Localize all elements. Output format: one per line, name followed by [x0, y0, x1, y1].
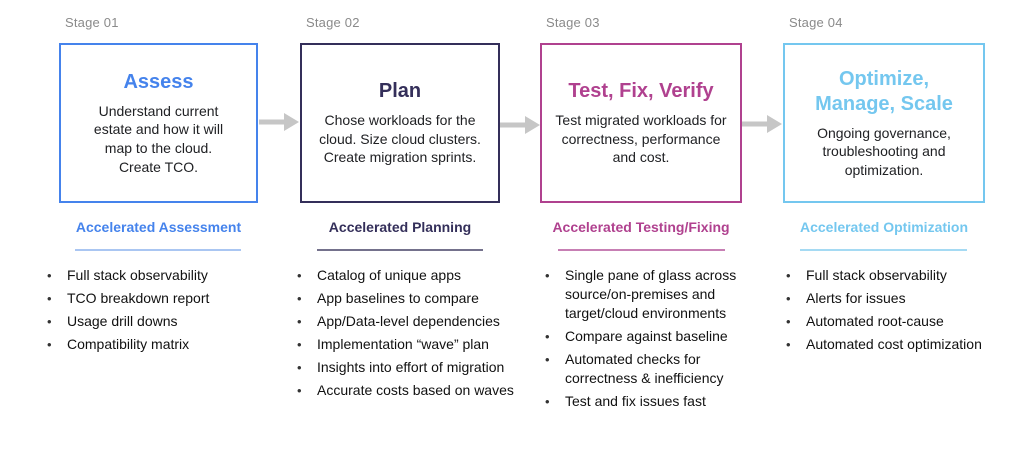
- bullet-item: Implementation “wave” plan: [290, 335, 518, 354]
- bullet-item: Automated cost optimization: [779, 335, 993, 354]
- bullet-item: Usage drill downs: [40, 312, 272, 331]
- stage-02-accelerated-label: Accelerated Planning: [328, 219, 472, 235]
- bullet-item: Test and fix issues fast: [538, 392, 746, 411]
- stage-02-accelerated-underline: [317, 249, 483, 251]
- bullet-item: Insights into effort of migration: [290, 358, 518, 377]
- bullet-item: Automated checks for correctness & ineff…: [538, 350, 746, 388]
- bullet-item: App baselines to compare: [290, 289, 518, 308]
- flow-arrow-icon: [500, 112, 540, 138]
- bullet-item: Compare against baseline: [538, 327, 746, 346]
- stage-03-title: Test, Fix, Verify: [568, 80, 714, 103]
- stage-04-accelerated-underline: [800, 249, 967, 251]
- stage-03-accelerated-label: Accelerated Testing/Fixing: [552, 219, 730, 235]
- stage-01-box: Assess Understand current estate and how…: [59, 43, 258, 203]
- stage-01-bullet-list: Full stack observability TCO breakdown r…: [40, 266, 272, 358]
- stage-03-box: Test, Fix, Verify Test migrated workload…: [540, 43, 742, 203]
- stage-04-description: Ongoing governance, troubleshooting and …: [817, 124, 951, 178]
- bullet-item: TCO breakdown report: [40, 289, 272, 308]
- stage-01-label: Stage 01: [65, 15, 119, 30]
- bullet-item: App/Data-level dependencies: [290, 312, 518, 331]
- bullet-item: Compatibility matrix: [40, 335, 272, 354]
- stage-01-title: Assess: [123, 70, 194, 93]
- stage-03-accelerated-underline: [558, 249, 725, 251]
- bullet-item: Accurate costs based on waves: [290, 381, 518, 400]
- stage-01-description: Understand current estate and how it wil…: [93, 102, 224, 175]
- stage-03-bullet-list: Single pane of glass across source/on-pr…: [538, 266, 746, 415]
- stage-04-title: Optimize, Manage, Scale: [815, 67, 953, 115]
- stage-04-accelerated-label: Accelerated Optimization: [799, 219, 969, 235]
- stage-03-description: Test migrated workloads for correctness,…: [555, 112, 727, 166]
- flow-arrow-icon: [259, 109, 299, 135]
- bullet-item: Automated root-cause: [779, 312, 993, 331]
- stage-04-box: Optimize, Manage, Scale Ongoing governan…: [783, 43, 985, 203]
- bullet-item: Full stack observability: [40, 266, 272, 285]
- stage-02-label: Stage 02: [306, 15, 360, 30]
- stage-04-label: Stage 04: [789, 15, 843, 30]
- bullet-item: Single pane of glass across source/on-pr…: [538, 266, 746, 323]
- stage-03-label: Stage 03: [546, 15, 600, 30]
- stage-02-bullet-list: Catalog of unique apps App baselines to …: [290, 266, 518, 404]
- bullet-item: Full stack observability: [779, 266, 993, 285]
- bullet-item: Alerts for issues: [779, 289, 993, 308]
- stage-02-box: Plan Chose workloads for the cloud. Size…: [300, 43, 500, 203]
- bullet-item: Catalog of unique apps: [290, 266, 518, 285]
- stage-01-accelerated-label: Accelerated Assessment: [75, 219, 242, 235]
- stage-02-title: Plan: [378, 80, 422, 103]
- stage-02-description: Chose workloads for the cloud. Size clou…: [319, 112, 481, 166]
- stage-01-accelerated-underline: [75, 249, 241, 251]
- flow-arrow-icon: [742, 111, 782, 137]
- stage-04-bullet-list: Full stack observability Alerts for issu…: [779, 266, 993, 358]
